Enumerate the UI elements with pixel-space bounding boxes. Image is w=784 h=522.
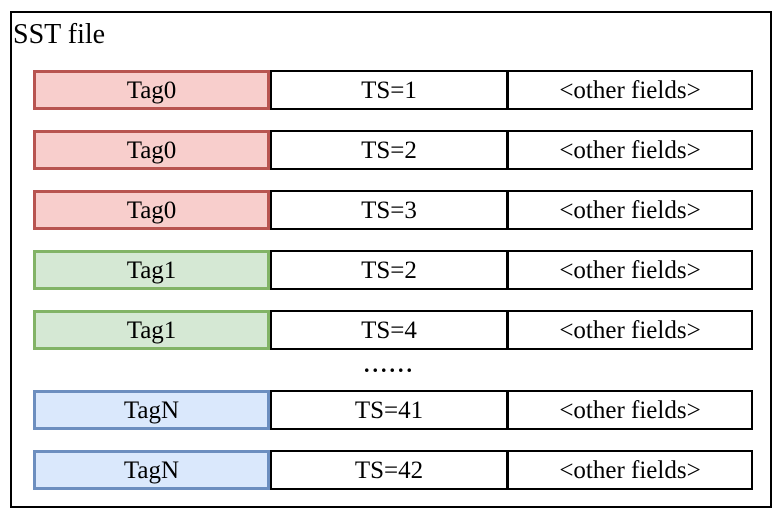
tag-cell: Tag0	[33, 190, 270, 230]
other-fields-cell: <other fields>	[509, 250, 753, 290]
record-row: Tag1 TS=4 <other fields>	[33, 310, 753, 350]
ts-cell: TS=4	[270, 310, 509, 350]
tag-cell: TagN	[33, 390, 270, 430]
tag-cell: TagN	[33, 450, 270, 490]
tag-cell: Tag1	[33, 310, 270, 350]
ts-cell: TS=3	[270, 190, 509, 230]
record-row: Tag0 TS=2 <other fields>	[33, 130, 753, 170]
record-row: Tag1 TS=2 <other fields>	[33, 250, 753, 290]
record-row: TagN TS=41 <other fields>	[33, 390, 753, 430]
record-row: Tag0 TS=3 <other fields>	[33, 190, 753, 230]
tag-cell: Tag1	[33, 250, 270, 290]
ts-cell: TS=42	[270, 450, 509, 490]
sst-file-label: SST file	[13, 19, 106, 50]
ts-cell: TS=2	[270, 250, 509, 290]
tag-cell: Tag0	[33, 130, 270, 170]
record-row: TagN TS=42 <other fields>	[33, 450, 753, 490]
record-rows: Tag0 TS=1 <other fields> Tag0 TS=2 <othe…	[33, 70, 753, 510]
ts-cell: TS=1	[270, 70, 509, 110]
other-fields-cell: <other fields>	[509, 70, 753, 110]
other-fields-cell: <other fields>	[509, 310, 753, 350]
ellipsis-label: ......	[364, 352, 415, 377]
other-fields-cell: <other fields>	[509, 130, 753, 170]
record-row: Tag0 TS=1 <other fields>	[33, 70, 753, 110]
other-fields-cell: <other fields>	[509, 390, 753, 430]
other-fields-cell: <other fields>	[509, 190, 753, 230]
ts-cell: TS=41	[270, 390, 509, 430]
tag-cell: Tag0	[33, 70, 270, 110]
ts-cell: TS=2	[270, 130, 509, 170]
sst-file-box: SST file Tag0 TS=1 <other fields> Tag0 T…	[10, 11, 772, 508]
other-fields-cell: <other fields>	[509, 450, 753, 490]
